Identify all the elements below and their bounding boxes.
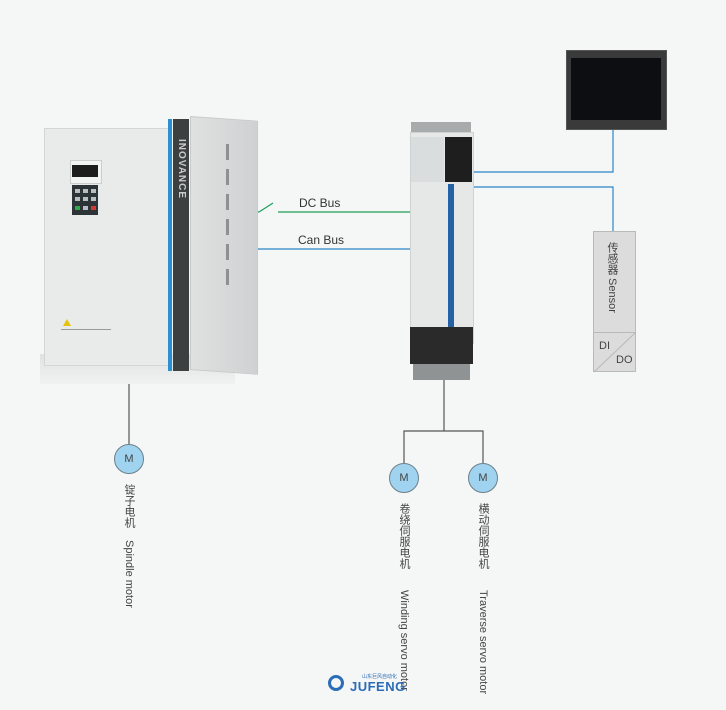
- warning-icon: [63, 319, 71, 326]
- vent-slot: [226, 194, 229, 210]
- servo-blue-stripe: [448, 184, 454, 334]
- servo-cover: [411, 137, 444, 182]
- can-bus-label: Can Bus: [298, 233, 345, 247]
- winding-motor-en: Winding servo motor: [398, 590, 410, 691]
- hmi-screen: [571, 58, 661, 120]
- vent-slot: [226, 169, 229, 185]
- led-display: [72, 165, 98, 177]
- drive-front-panel: [44, 128, 171, 366]
- servo-drive: [410, 122, 474, 380]
- spindle-inverter-drive: INOVANCE: [40, 114, 258, 384]
- traverse-motor-cn: 横动伺服电机: [477, 503, 489, 569]
- sensor-diagonal: [594, 332, 637, 373]
- hmi-link-line: [470, 128, 614, 173]
- spindle-motor-icon: M: [114, 444, 144, 474]
- keypad: [72, 185, 98, 215]
- spindle-motor-en: Spindle motor: [123, 540, 135, 608]
- vent-slot: [226, 269, 229, 285]
- servo-foot: [413, 364, 470, 380]
- sensor-box: 传感器 Sensor DI DO: [593, 231, 637, 373]
- traverse-motor-en: Traverse servo motor: [477, 590, 489, 695]
- drive-side-panel: [190, 116, 258, 375]
- sensor-di-label: DI: [599, 340, 610, 352]
- vent-slot: [226, 244, 229, 260]
- blue-stripe: [168, 119, 172, 371]
- traverse-motor-icon: M: [468, 463, 498, 493]
- servo-head: [445, 137, 472, 182]
- servo-branch-line: [403, 430, 484, 463]
- logo-swirl-icon: [328, 675, 344, 691]
- hmi-touch-screen: [566, 50, 667, 130]
- sensor-divider: [594, 332, 635, 333]
- dc-bus-label: DC Bus: [299, 196, 341, 210]
- vent-slot: [226, 144, 229, 160]
- winding-motor-cn: 卷绕伺服电机: [398, 503, 410, 569]
- drive-brand-label: INOVANCE: [176, 139, 187, 200]
- brand-band: [173, 119, 189, 371]
- logo-wordmark: JUFENG: [350, 679, 406, 694]
- winding-motor-icon: M: [389, 463, 419, 493]
- sensor-do-label: DO: [616, 354, 633, 366]
- sensor-link-line: [470, 186, 614, 231]
- servo-vent-grill: [410, 327, 473, 364]
- sensor-label: 传感器 Sensor: [606, 242, 618, 313]
- warning-text: [61, 329, 111, 330]
- spindle-motor-cn: 锭子电机: [123, 484, 135, 528]
- logo-subtitle: 山东巨风自动化: [362, 674, 398, 680]
- dc-bus-switch: [258, 202, 274, 213]
- vent-slot: [226, 219, 229, 235]
